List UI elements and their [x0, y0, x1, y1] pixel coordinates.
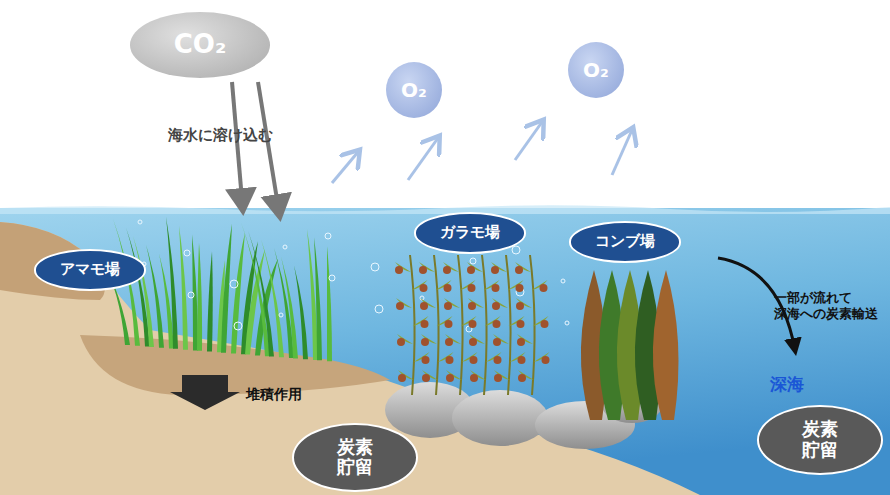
o2-bubble: O₂ [568, 42, 624, 98]
node-text: O₂ [401, 79, 427, 102]
annotation-label: 海水に溶け込む [168, 126, 273, 145]
node-text: コンブ場 [595, 233, 655, 250]
annotation-label: 一部が流れて 深海への炭素輸送 [774, 290, 886, 323]
habitat-label: コンブ場 [569, 221, 681, 262]
carbon-storage-oval: 炭素 貯留 [757, 405, 882, 474]
carbon-storage-oval: 炭素 貯留 [292, 423, 417, 492]
habitat-label: ガラモ場 [414, 212, 526, 253]
node-text: CO₂ [174, 30, 227, 60]
annotation-label: 深海 [770, 374, 804, 395]
co2-bubble: CO₂ [130, 12, 271, 78]
node-text: 炭素 貯留 [799, 419, 840, 460]
node-text: O₂ [583, 59, 609, 82]
node-text: アマモ場 [60, 261, 120, 278]
node-text: ガラモ場 [440, 224, 500, 241]
o2-bubble: O₂ [386, 62, 442, 118]
habitat-label: アマモ場 [34, 249, 146, 290]
node-text: 炭素 貯留 [334, 437, 375, 478]
annotation-label: 堆積作用 [246, 386, 302, 404]
